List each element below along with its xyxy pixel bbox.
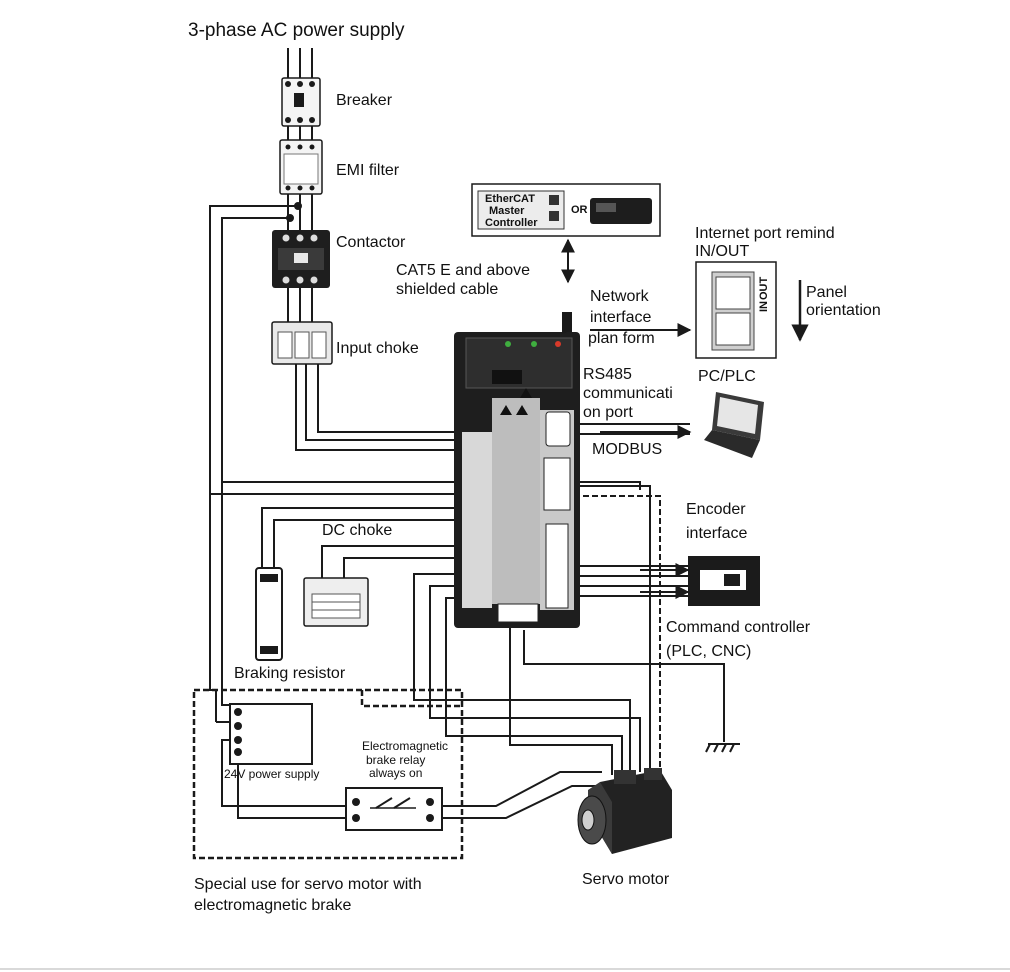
port-box — [695, 261, 777, 359]
port-out-label: OUT — [758, 276, 770, 300]
relay-label-line1: Electromagnetic — [362, 739, 449, 753]
ethercat-text-line1: EtherCAT — [485, 193, 535, 205]
breaker — [281, 77, 321, 127]
braking-resistor-label: Braking resistor — [234, 665, 346, 682]
command-controller-line2: (PLC, CNC) — [666, 643, 752, 660]
special-use-line1: Special use for servo motor with — [194, 876, 422, 893]
cable-label-line1: CAT5 E and above — [396, 262, 531, 279]
encoder-label-line2: interface — [686, 525, 748, 542]
power-supply-24v — [229, 703, 313, 765]
network-label-line1: Network — [590, 288, 649, 305]
panel-orientation-line1: Panel — [806, 284, 847, 301]
emi-filter-label: EMI filter — [336, 162, 400, 179]
breaker-label: Breaker — [336, 92, 393, 109]
servo-motor-icon — [577, 768, 672, 854]
rs485-label-line2: communicati — [583, 385, 673, 402]
brake-relay — [345, 787, 443, 831]
servo-drive — [454, 312, 580, 628]
panel-orientation-line2: orientation — [806, 302, 881, 319]
ethercat-text-line3: Controller — [485, 217, 538, 229]
diagram-title: 3-phase AC power supply — [188, 20, 405, 41]
braking-resistor — [255, 567, 283, 661]
contactor — [272, 230, 330, 288]
laptop-icon — [704, 392, 764, 458]
servo-motor-label: Servo motor — [582, 871, 670, 888]
brake-option-frame — [192, 688, 464, 860]
encoder-connector — [688, 556, 760, 606]
dc-choke-label: DC choke — [322, 522, 393, 539]
port-in-label: IN — [758, 301, 770, 312]
supply-wires — [209, 48, 740, 819]
emi-filter — [279, 139, 323, 195]
ethercat-master-box — [471, 183, 661, 237]
input-choke — [271, 321, 333, 365]
power-supply-24v-label: 24V power supply — [224, 767, 320, 781]
input-choke-label: Input choke — [336, 340, 419, 357]
encoder-label-line1: Encoder — [686, 501, 746, 518]
network-label-line3: plan form — [588, 330, 655, 347]
modbus-label: MODBUS — [592, 441, 663, 458]
ethercat-text-line2: Master — [489, 205, 525, 217]
internet-port-label-line1: Internet port remind — [695, 225, 835, 242]
relay-label-line3: always on — [369, 766, 423, 780]
contactor-label: Contactor — [336, 234, 406, 251]
rs485-label-line1: RS485 — [583, 366, 632, 383]
page-bottom-border — [0, 968, 1010, 970]
special-use-line2: electromagnetic brake — [194, 897, 352, 914]
internet-port-label-line2: IN/OUT — [695, 243, 750, 260]
cable-label-line2: shielded cable — [396, 281, 499, 298]
or-label: OR — [571, 204, 588, 216]
dc-choke — [303, 577, 369, 627]
rs485-label-line3: on port — [583, 404, 633, 421]
pc-plc-label: PC/PLC — [698, 368, 756, 385]
command-controller-line1: Command controller — [666, 619, 811, 636]
relay-label-line2: brake relay — [366, 753, 426, 767]
network-label-line2: interface — [590, 309, 652, 326]
